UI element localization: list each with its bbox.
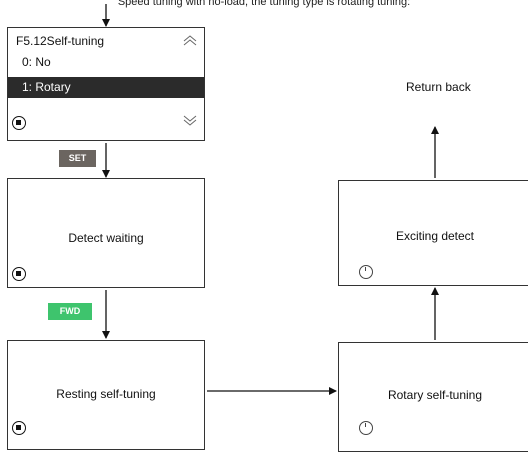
set-key[interactable]: SET [59, 150, 96, 167]
return-back-label: Return back [406, 80, 471, 94]
menu-title: F5.12Self-tuning [16, 31, 180, 52]
rotate-icon [359, 265, 373, 279]
rotary-self-tuning-label: Rotary self-tuning [387, 388, 483, 402]
menu-option-label: 0: No [22, 55, 51, 69]
stop-icon[interactable] [12, 267, 26, 281]
resting-self-tuning-panel: Resting self-tuning [7, 340, 205, 450]
menu-title-text: F5.12Self-tuning [16, 34, 105, 48]
detect-waiting-panel: Detect waiting [7, 178, 205, 288]
menu-option-no[interactable]: 0: No [8, 52, 204, 73]
top-caption: Speed tuning with no-load, the tuning ty… [117, 0, 411, 8]
exciting-detect-label: Exciting detect [395, 229, 475, 243]
detect-waiting-label: Detect waiting [68, 231, 144, 245]
stop-icon[interactable] [12, 116, 26, 130]
menu-option-rotary[interactable]: 1: Rotary [8, 77, 204, 98]
resting-self-tuning-label: Resting self-tuning [56, 387, 156, 401]
menu-panel: F5.12Self-tuning 0: No 1: Rotary [7, 27, 205, 141]
rotary-self-tuning-panel: Rotary self-tuning [338, 342, 528, 452]
rotate-icon [359, 421, 373, 435]
exciting-detect-panel: Exciting detect [338, 180, 528, 286]
fwd-key[interactable]: FWD [48, 303, 92, 320]
chevron-down-icon[interactable] [182, 114, 198, 128]
chevron-up-icon[interactable] [182, 33, 198, 47]
stop-icon[interactable] [12, 421, 26, 435]
menu-option-label: 1: Rotary [22, 80, 71, 94]
